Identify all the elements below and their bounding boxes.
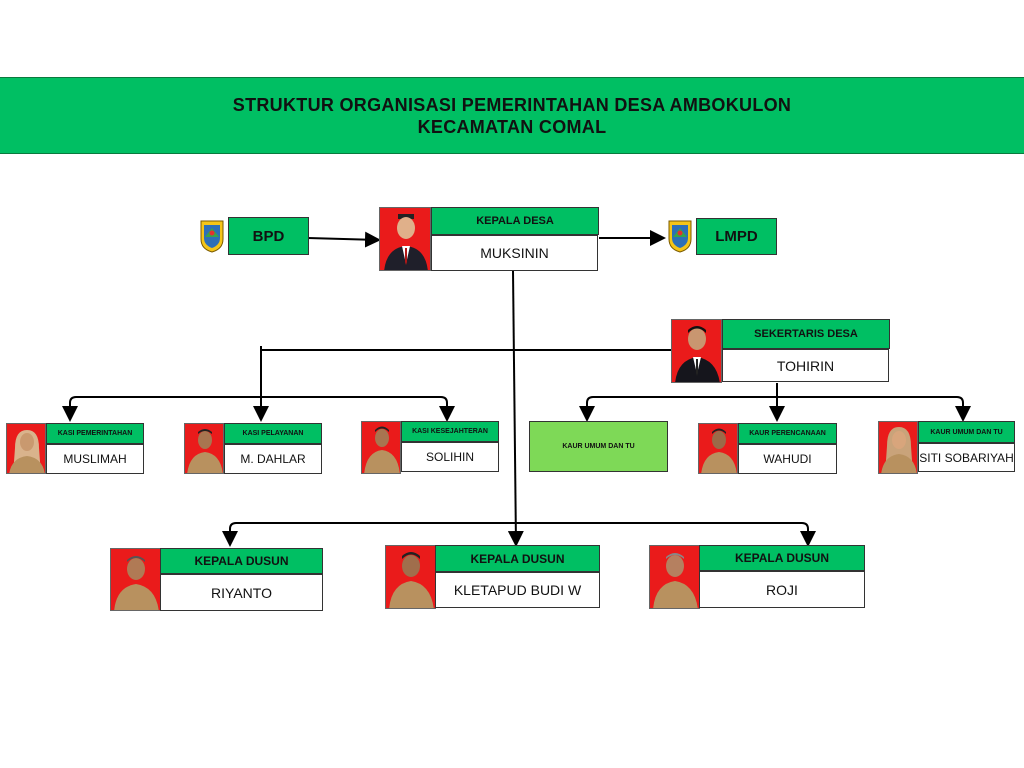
kepala-desa-title: KEPALA DESA [431, 207, 599, 235]
kaur-perencanaan-title: KAUR PERENCANAAN [738, 423, 837, 444]
person-icon [364, 426, 400, 473]
person-icon [114, 556, 159, 610]
kasi-pelayanan-name: M. DAHLAR [224, 444, 322, 474]
title-line-2: KECAMATAN COMAL [417, 117, 607, 137]
kaur-umum-empty-box: KAUR UMUM DAN TU [529, 421, 668, 472]
person-icon [701, 428, 737, 473]
kasi-kesejahteran-title: KASI KESEJAHTERAN [401, 421, 499, 442]
photo-kepala-desa [379, 207, 431, 271]
photo-dusun-3 [649, 545, 700, 609]
person-icon [653, 553, 698, 608]
kasi-pemerintahan-name: MUSLIMAH [46, 444, 144, 474]
kepala-desa-name: MUKSININ [431, 235, 598, 271]
person-icon [187, 429, 223, 473]
dusun-1-title: KEPALA DUSUN [160, 548, 323, 574]
bpd-label: BPD [252, 227, 285, 245]
photo-kasi-pemerintahan [6, 423, 46, 474]
kaur-perencanaan-name: WAHUDI [738, 444, 837, 474]
photo-dusun-1 [110, 548, 161, 611]
lmpd-box: LMPD [696, 218, 777, 255]
photo-dusun-2 [385, 545, 436, 609]
person-icon [389, 552, 434, 608]
kaur-umum-empty-title: KAUR UMUM DAN TU [562, 443, 635, 450]
sekretaris-name: TOHIRIN [722, 349, 889, 382]
person-icon [675, 326, 720, 382]
title-banner: STRUKTUR ORGANISASI PEMERINTAHAN DESA AM… [0, 77, 1024, 154]
kasi-pemerintahan-title: KASI PEMERINTAHAN [46, 423, 144, 444]
dusun-3-title: KEPALA DUSUN [699, 545, 865, 571]
person-icon [9, 430, 45, 473]
lmpd-label: LMPD [715, 228, 758, 245]
photo-sekretaris [671, 319, 722, 383]
person-icon [384, 214, 428, 270]
kaur-umum-name: SITI SOBARIYAH [918, 443, 1015, 472]
photo-kasi-kesejahteran [361, 421, 401, 474]
emblem-icon [200, 220, 224, 253]
person-icon [881, 427, 917, 473]
bpd-box: BPD [228, 217, 309, 255]
dusun-1-name: RIYANTO [160, 574, 323, 611]
kasi-pelayanan-title: KASI PELAYANAN [224, 423, 322, 444]
dusun-3-name: ROJI [699, 571, 865, 608]
title-line-1: STRUKTUR ORGANISASI PEMERINTAHAN DESA AM… [232, 95, 792, 115]
photo-kasi-pelayanan [184, 423, 224, 474]
emblem-icon [668, 220, 692, 253]
kaur-umum-title: KAUR UMUM DAN TU [918, 421, 1015, 443]
dusun-2-name: KLETAPUD BUDI W [435, 572, 600, 608]
photo-kaur-umum [878, 421, 918, 474]
kasi-kesejahteran-name: SOLIHIN [401, 442, 499, 472]
photo-kaur-perencanaan [698, 423, 738, 474]
sekretaris-title: SEKERTARIS DESA [722, 319, 890, 349]
dusun-2-title: KEPALA DUSUN [435, 545, 600, 572]
